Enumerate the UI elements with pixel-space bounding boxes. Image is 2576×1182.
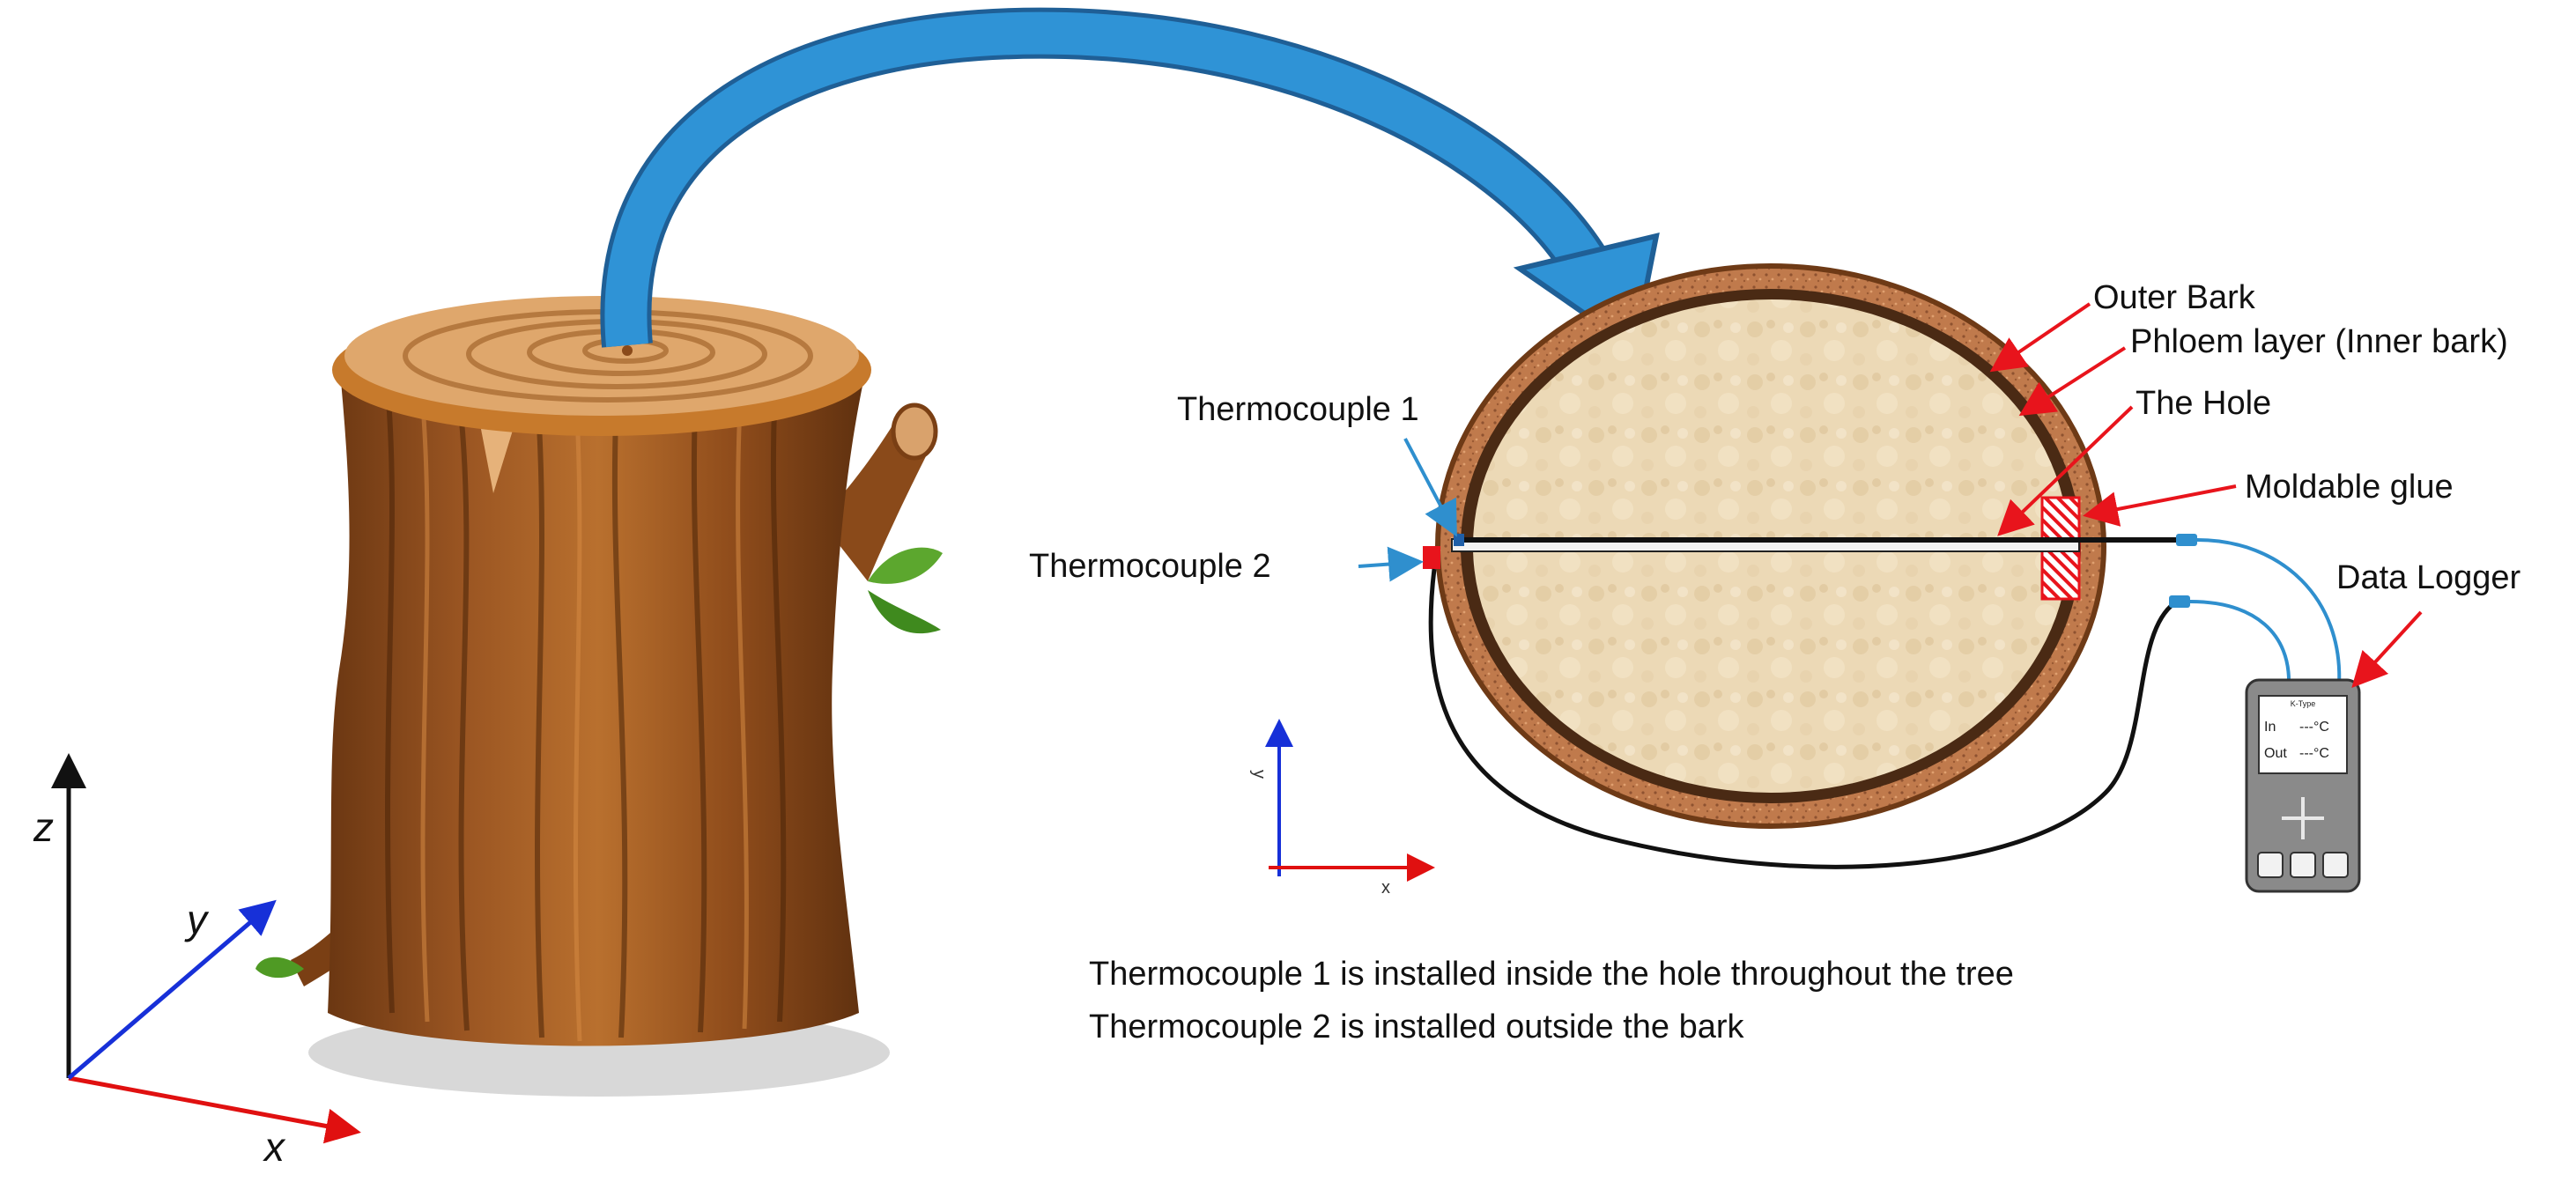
tree-pith [622, 345, 633, 356]
axis-2d-x-label: x [1381, 878, 1390, 898]
label-data-logger: Data Logger [2336, 559, 2520, 596]
branch-cut-end [893, 405, 936, 458]
stump-trunk [328, 361, 868, 1046]
notes: Thermocouple 1 is installed inside the h… [1089, 956, 2014, 1045]
arrow-glue [2086, 486, 2236, 515]
arrow-outer-bark [1993, 304, 2090, 370]
label-phloem: Phloem layer (Inner bark) [2130, 323, 2508, 360]
logger-out-value: ---°C [2299, 746, 2329, 761]
data-logger-device: K-Type In ---°C Out ---°C [2247, 680, 2359, 891]
note-line-2: Thermocouple 2 is installed outside the … [1089, 1008, 1745, 1045]
logger-button-1 [2258, 853, 2283, 877]
label-glue: Moldable glue [2245, 469, 2454, 506]
thermocouple-2-sensor [1423, 546, 1440, 569]
tc2-connector [2169, 595, 2190, 608]
logger-screen-type: K-Type [2291, 699, 2316, 708]
tree-stump-illustration [255, 296, 943, 1097]
tc1-lead-to-logger [2197, 540, 2339, 685]
axis-3d-x [69, 1078, 357, 1132]
logger-in-value: ---°C [2299, 720, 2329, 735]
tc1-connector [2176, 534, 2197, 546]
curved-transfer-arrow [625, 33, 1656, 348]
axis-3d-y-label: y [184, 897, 210, 942]
axes-2d: y x [1249, 722, 1432, 898]
label-hole: The Hole [2136, 385, 2271, 422]
logger-button-3 [2323, 853, 2348, 877]
axis-2d-y-label: y [1249, 770, 1269, 779]
note-line-1: Thermocouple 1 is installed inside the h… [1089, 956, 2014, 993]
arrow-logger [2354, 612, 2421, 685]
label-thermocouple-1: Thermocouple 1 [1177, 391, 1419, 428]
leaf-right-2 [868, 590, 941, 633]
logger-button-2 [2291, 853, 2315, 877]
logger-in-label: In [2264, 720, 2276, 735]
arrow-shaft-fill [625, 33, 1586, 345]
label-thermocouple-2: Thermocouple 2 [1029, 548, 1271, 585]
arrow-thermocouple-2 [1358, 562, 1420, 566]
tc2-lead-to-logger [2190, 602, 2289, 685]
axis-3d-z-label: z [33, 804, 54, 850]
axis-3d-y [69, 903, 273, 1078]
logger-out-label: Out [2264, 746, 2287, 761]
label-outer-bark: Outer Bark [2093, 279, 2256, 316]
thermocouple-1-tip [1454, 534, 1464, 546]
axis-3d-x-label: x [263, 1124, 286, 1170]
